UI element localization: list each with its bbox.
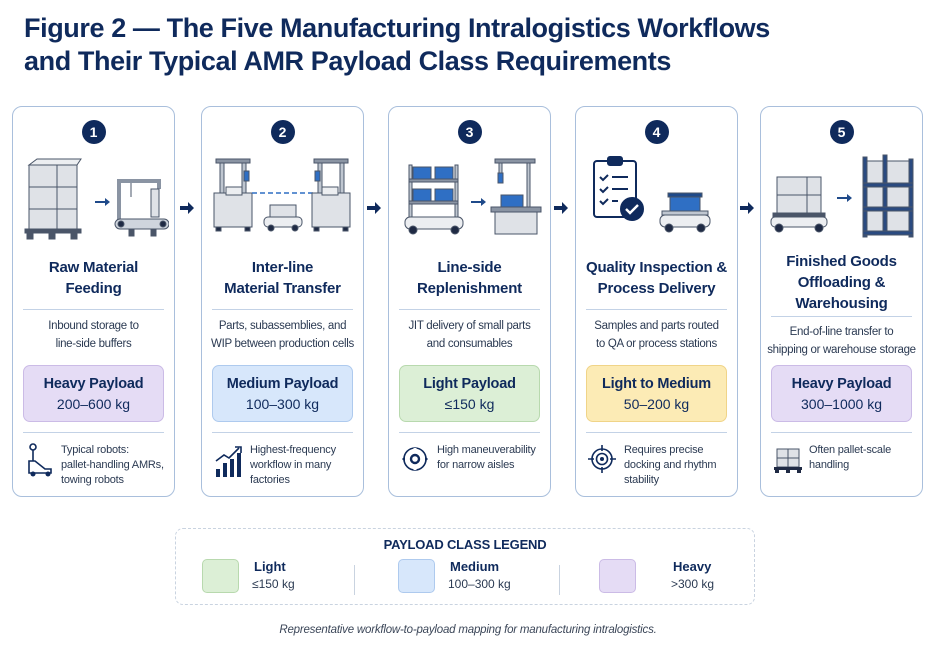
- pallet-boxes-icon: [24, 158, 82, 240]
- payload-badge-heavy: Heavy Payload 300–1000 kg: [771, 365, 912, 422]
- payload-range: 200–600 kg: [56, 396, 131, 412]
- divider: [771, 316, 912, 317]
- workflow-title: Line-side Replenishment: [417, 259, 522, 297]
- payload-range: 100–300 kg: [245, 396, 320, 412]
- figure-title-line-1: Figure 2 — The Five Manufacturing Intral…: [24, 13, 770, 43]
- workflow-card-2: 2 Inter-line Material Transfer: [201, 106, 364, 497]
- maneuver-icon: [402, 447, 428, 471]
- divider: [399, 309, 540, 310]
- payload-range: 50–200 kg: [623, 396, 690, 412]
- flow-arrow-icon: [740, 202, 754, 214]
- pallet-amr-icon: [770, 176, 828, 233]
- divider: [212, 432, 353, 433]
- checklist-and-amr-illustration: [593, 156, 711, 233]
- divider: [23, 432, 164, 433]
- legend-name: Light: [254, 559, 286, 574]
- production-cell-icon: [311, 158, 351, 232]
- legend-range: >300 kg: [671, 577, 715, 591]
- production-cell-icon: [213, 158, 253, 232]
- legend-title: PAYLOAD CLASS LEGEND: [383, 537, 547, 552]
- payload-class-legend: PAYLOAD CLASS LEGEND Light ≤150 kg Mediu…: [175, 528, 755, 605]
- bin-cart-amr-icon: [404, 164, 464, 235]
- arrow-right-icon: [471, 198, 486, 206]
- payload-label: Medium Payload: [226, 376, 339, 392]
- flow-arrow-icon: [367, 202, 381, 214]
- legend-range: ≤150 kg: [252, 577, 295, 591]
- workflow-card-3: 3 Line-side Replenishment JIT delivery o…: [388, 106, 551, 497]
- payload-label: Light Payload: [423, 376, 516, 392]
- divider: [399, 432, 540, 433]
- payload-badge-medium: Medium Payload 100–300 kg: [212, 365, 353, 422]
- workflow-card-1: 1 Raw Material Feeding Inbound storage t…: [12, 106, 175, 497]
- workflow-title: Quality Inspection & Process Delivery: [585, 259, 728, 297]
- amr-with-load-icon: [263, 204, 303, 232]
- payload-badge-light-to-medium: Light to Medium 50–200 kg: [586, 365, 727, 422]
- pallet-icon: [774, 448, 802, 473]
- step-number-badge: 3: [457, 120, 482, 144]
- step-number-badge: 1: [81, 120, 106, 144]
- legend-swatch-medium: [398, 559, 435, 593]
- pallet-amr-to-racking-illustration: [770, 154, 914, 238]
- amr-with-bin-icon: [659, 192, 711, 233]
- workflow-card-5: 5 Finished Goods Offloading & Warehousin…: [760, 106, 923, 497]
- divider: [212, 309, 353, 310]
- legend-separator: [354, 565, 355, 595]
- step-number-badge: 2: [270, 120, 295, 144]
- trend-chart-icon: [215, 446, 242, 477]
- divider: [586, 309, 727, 310]
- legend-separator: [559, 565, 560, 595]
- cell-to-cell-amr-illustration: [213, 158, 351, 232]
- workflow-description: Samples and parts routed to QA or proces…: [594, 320, 719, 350]
- bin-cart-to-workstation-illustration: [404, 158, 542, 235]
- divider: [23, 309, 164, 310]
- workflow-title: Raw Material Feeding: [48, 259, 139, 297]
- legend-range: 100–300 kg: [448, 577, 511, 591]
- payload-badge-heavy: Heavy Payload 200–600 kg: [23, 365, 164, 422]
- figure-title: Figure 2 — The Five Manufacturing Intral…: [24, 12, 904, 78]
- payload-label: Heavy Payload: [791, 376, 892, 392]
- divider: [586, 432, 727, 433]
- workflow-note: Highest-frequency workflow in many facto…: [250, 444, 336, 486]
- workflow-description: Parts, subassemblies, and WIP between pr…: [211, 320, 354, 350]
- flow-arrow-icon: [180, 202, 194, 214]
- legend-swatch-heavy: [599, 559, 636, 593]
- workflow-note: High maneuverability for narrow aisles: [437, 444, 536, 471]
- arrow-right-icon: [837, 194, 852, 202]
- payload-label: Heavy Payload: [43, 376, 144, 392]
- workflow-note: Often pallet-scale handling: [809, 444, 891, 471]
- workflow-description: Inbound storage to line-side buffers: [48, 320, 139, 350]
- payload-badge-light: Light Payload ≤150 kg: [399, 365, 540, 422]
- payload-label: Light to Medium: [602, 376, 711, 392]
- tugger-robot-icon: [28, 443, 52, 477]
- workflow-note: Requires precise docking and rhythm stab…: [624, 444, 717, 486]
- payload-range: ≤150 kg: [444, 396, 495, 412]
- figure-caption: Representative workflow-to-payload mappi…: [279, 624, 657, 636]
- legend-name: Medium: [450, 559, 500, 574]
- flow-arrow-icon: [554, 202, 568, 214]
- workflow-title: Inter-line Material Transfer: [224, 259, 341, 297]
- arrow-right-icon: [95, 198, 110, 206]
- step-number-badge: 4: [644, 120, 669, 144]
- pallet-to-conveyor-illustration: [24, 158, 169, 240]
- legend-name: Heavy: [673, 559, 712, 574]
- workflow-card-4: 4 Quality Inspection & Process Delivery …: [575, 106, 738, 497]
- workstation-icon: [490, 158, 542, 235]
- payload-range: 300–1000 kg: [801, 396, 882, 412]
- workflow-note: Typical robots: pallet-handling AMRs, to…: [61, 444, 164, 486]
- legend-swatch-light: [202, 559, 239, 593]
- warehouse-racking-icon: [862, 154, 914, 238]
- divider: [771, 432, 912, 433]
- figure-title-line-2: and Their Typical AMR Payload Class Requ…: [24, 46, 671, 76]
- workflow-title: Finished Goods Offloading & Warehousing: [786, 253, 897, 312]
- workflow-description: End-of-line transfer to shipping or ware…: [767, 326, 916, 356]
- target-icon: [588, 445, 616, 473]
- checklist-icon: [593, 156, 644, 221]
- step-number-badge: 5: [829, 120, 854, 144]
- conveyor-station-icon: [114, 179, 169, 237]
- workflow-description: JIT delivery of small parts and consumab…: [408, 320, 531, 350]
